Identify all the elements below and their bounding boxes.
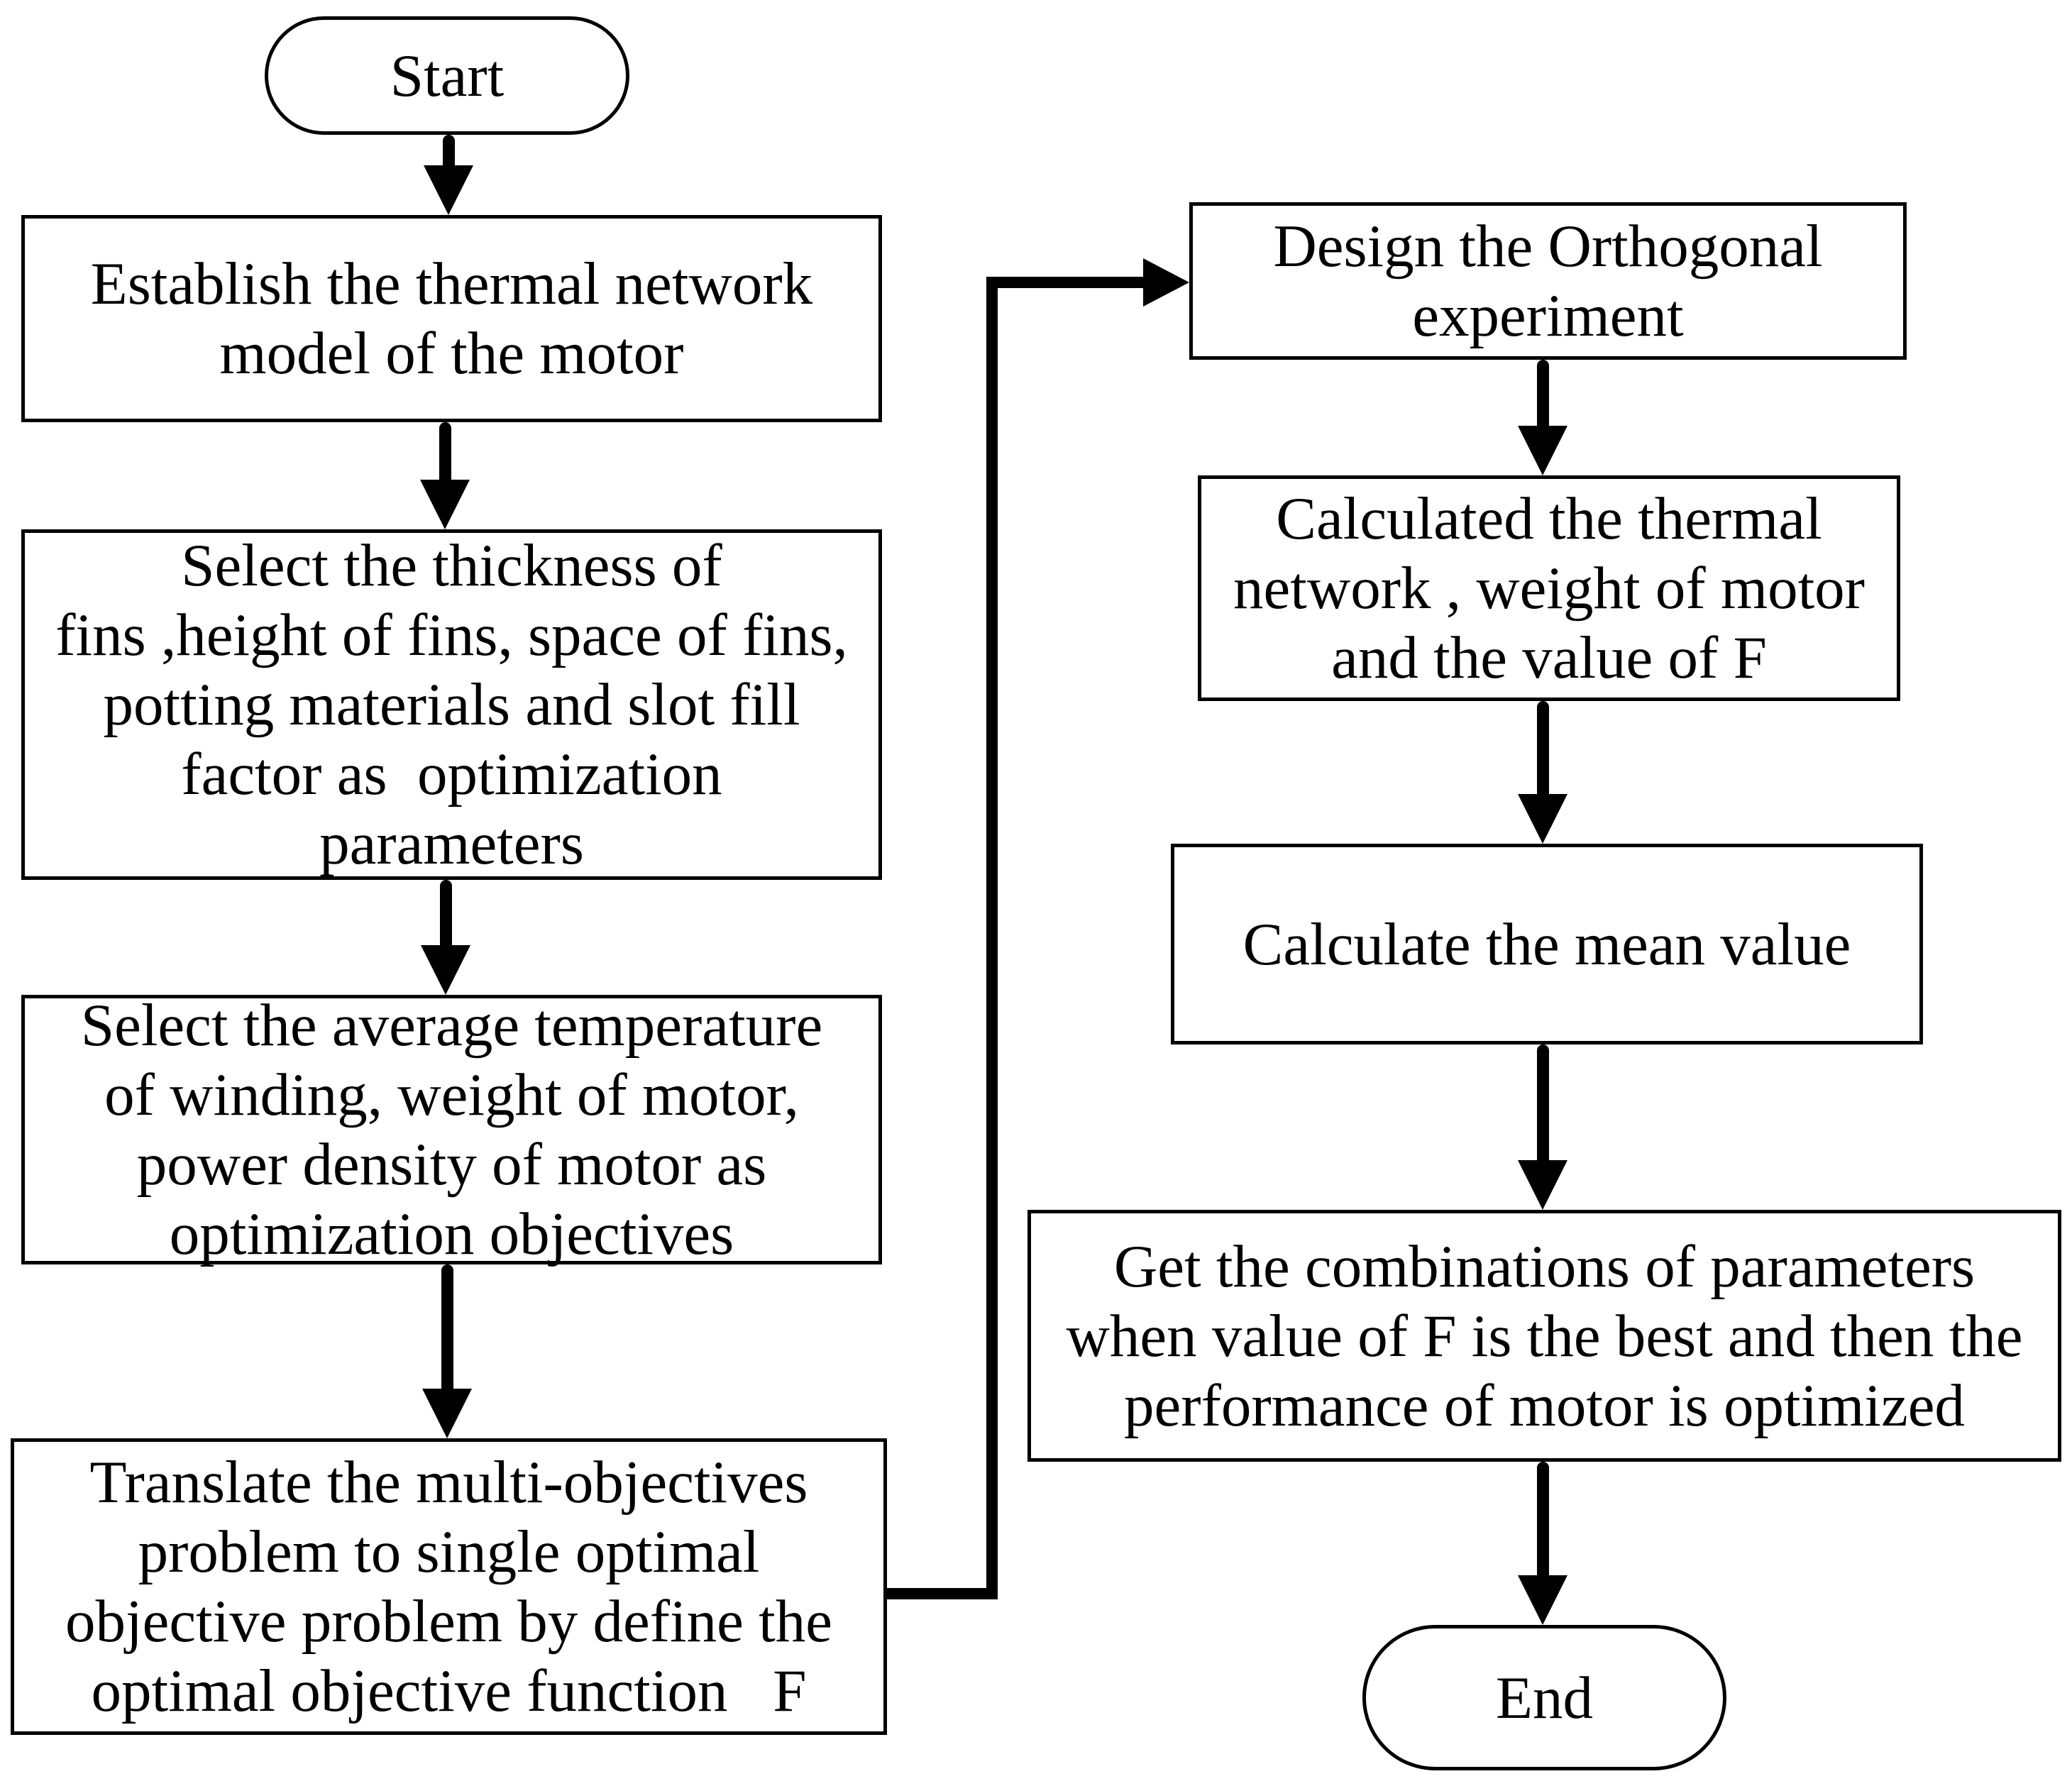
establish-thermal-model-label: Establish the thermal network model of t… — [90, 250, 813, 387]
node-calculate-thermal-network-weight-f: Calculated the thermal network , weight … — [1198, 475, 1900, 701]
arrow-head-icon — [420, 480, 470, 529]
select-optimization-objectives-label: Select the average temperature of windin… — [80, 992, 823, 1267]
arrow-head-icon — [424, 165, 473, 215]
arrow-shaft — [1537, 360, 1549, 426]
arrow-shaft — [440, 880, 452, 945]
arrow-shaft — [1537, 1462, 1549, 1575]
get-best-parameter-combinations-label: Get the combinations of parameters when … — [1066, 1233, 2023, 1439]
arrow-shaft — [1537, 1044, 1549, 1160]
node-translate-to-single-objective: Translate the multi-objectives problem t… — [11, 1438, 887, 1735]
calculate-mean-value-label: Calculate the mean value — [1242, 910, 1851, 978]
calculate-thermal-network-weight-f-label: Calculated the thermal network , weight … — [1233, 485, 1865, 691]
design-orthogonal-experiment-label: Design the Orthogonal experiment — [1273, 213, 1823, 349]
arrow-shaft — [1537, 701, 1549, 794]
connector-bottom-segment — [886, 1588, 996, 1599]
arrow-shaft — [439, 422, 451, 480]
arrow-shaft — [443, 135, 455, 165]
arrow-head-icon — [1518, 1160, 1567, 1210]
select-optimization-parameters-label: Select the thickness of fins ,height of … — [55, 532, 848, 877]
start-label: Start — [390, 42, 505, 109]
node-get-best-parameter-combinations: Get the combinations of parameters when … — [1027, 1210, 2061, 1462]
end-label: End — [1496, 1664, 1593, 1731]
node-start-terminal: Start — [265, 16, 629, 135]
node-select-optimization-objectives: Select the average temperature of windin… — [21, 992, 882, 1267]
node-establish-thermal-model: Establish the thermal network model of t… — [21, 215, 882, 422]
connector-top-segment — [986, 277, 1144, 288]
node-calculate-mean-value: Calculate the mean value — [1171, 844, 1923, 1044]
node-design-orthogonal-experiment: Design the Orthogonal experiment — [1189, 202, 1907, 360]
node-end-terminal: End — [1362, 1625, 1726, 1770]
arrow-head-icon — [1143, 258, 1189, 307]
node-select-optimization-parameters: Select the thickness of fins ,height of … — [21, 529, 882, 880]
arrow-head-icon — [1518, 1575, 1567, 1625]
arrow-head-icon — [422, 1389, 472, 1438]
arrow-head-icon — [421, 945, 470, 995]
arrow-head-icon — [1518, 794, 1567, 844]
connector-vertical-segment — [986, 277, 998, 1599]
arrow-shaft — [441, 1264, 453, 1389]
translate-to-single-objective-label: Translate the multi-objectives problem t… — [65, 1449, 832, 1724]
arrow-head-icon — [1518, 426, 1567, 475]
